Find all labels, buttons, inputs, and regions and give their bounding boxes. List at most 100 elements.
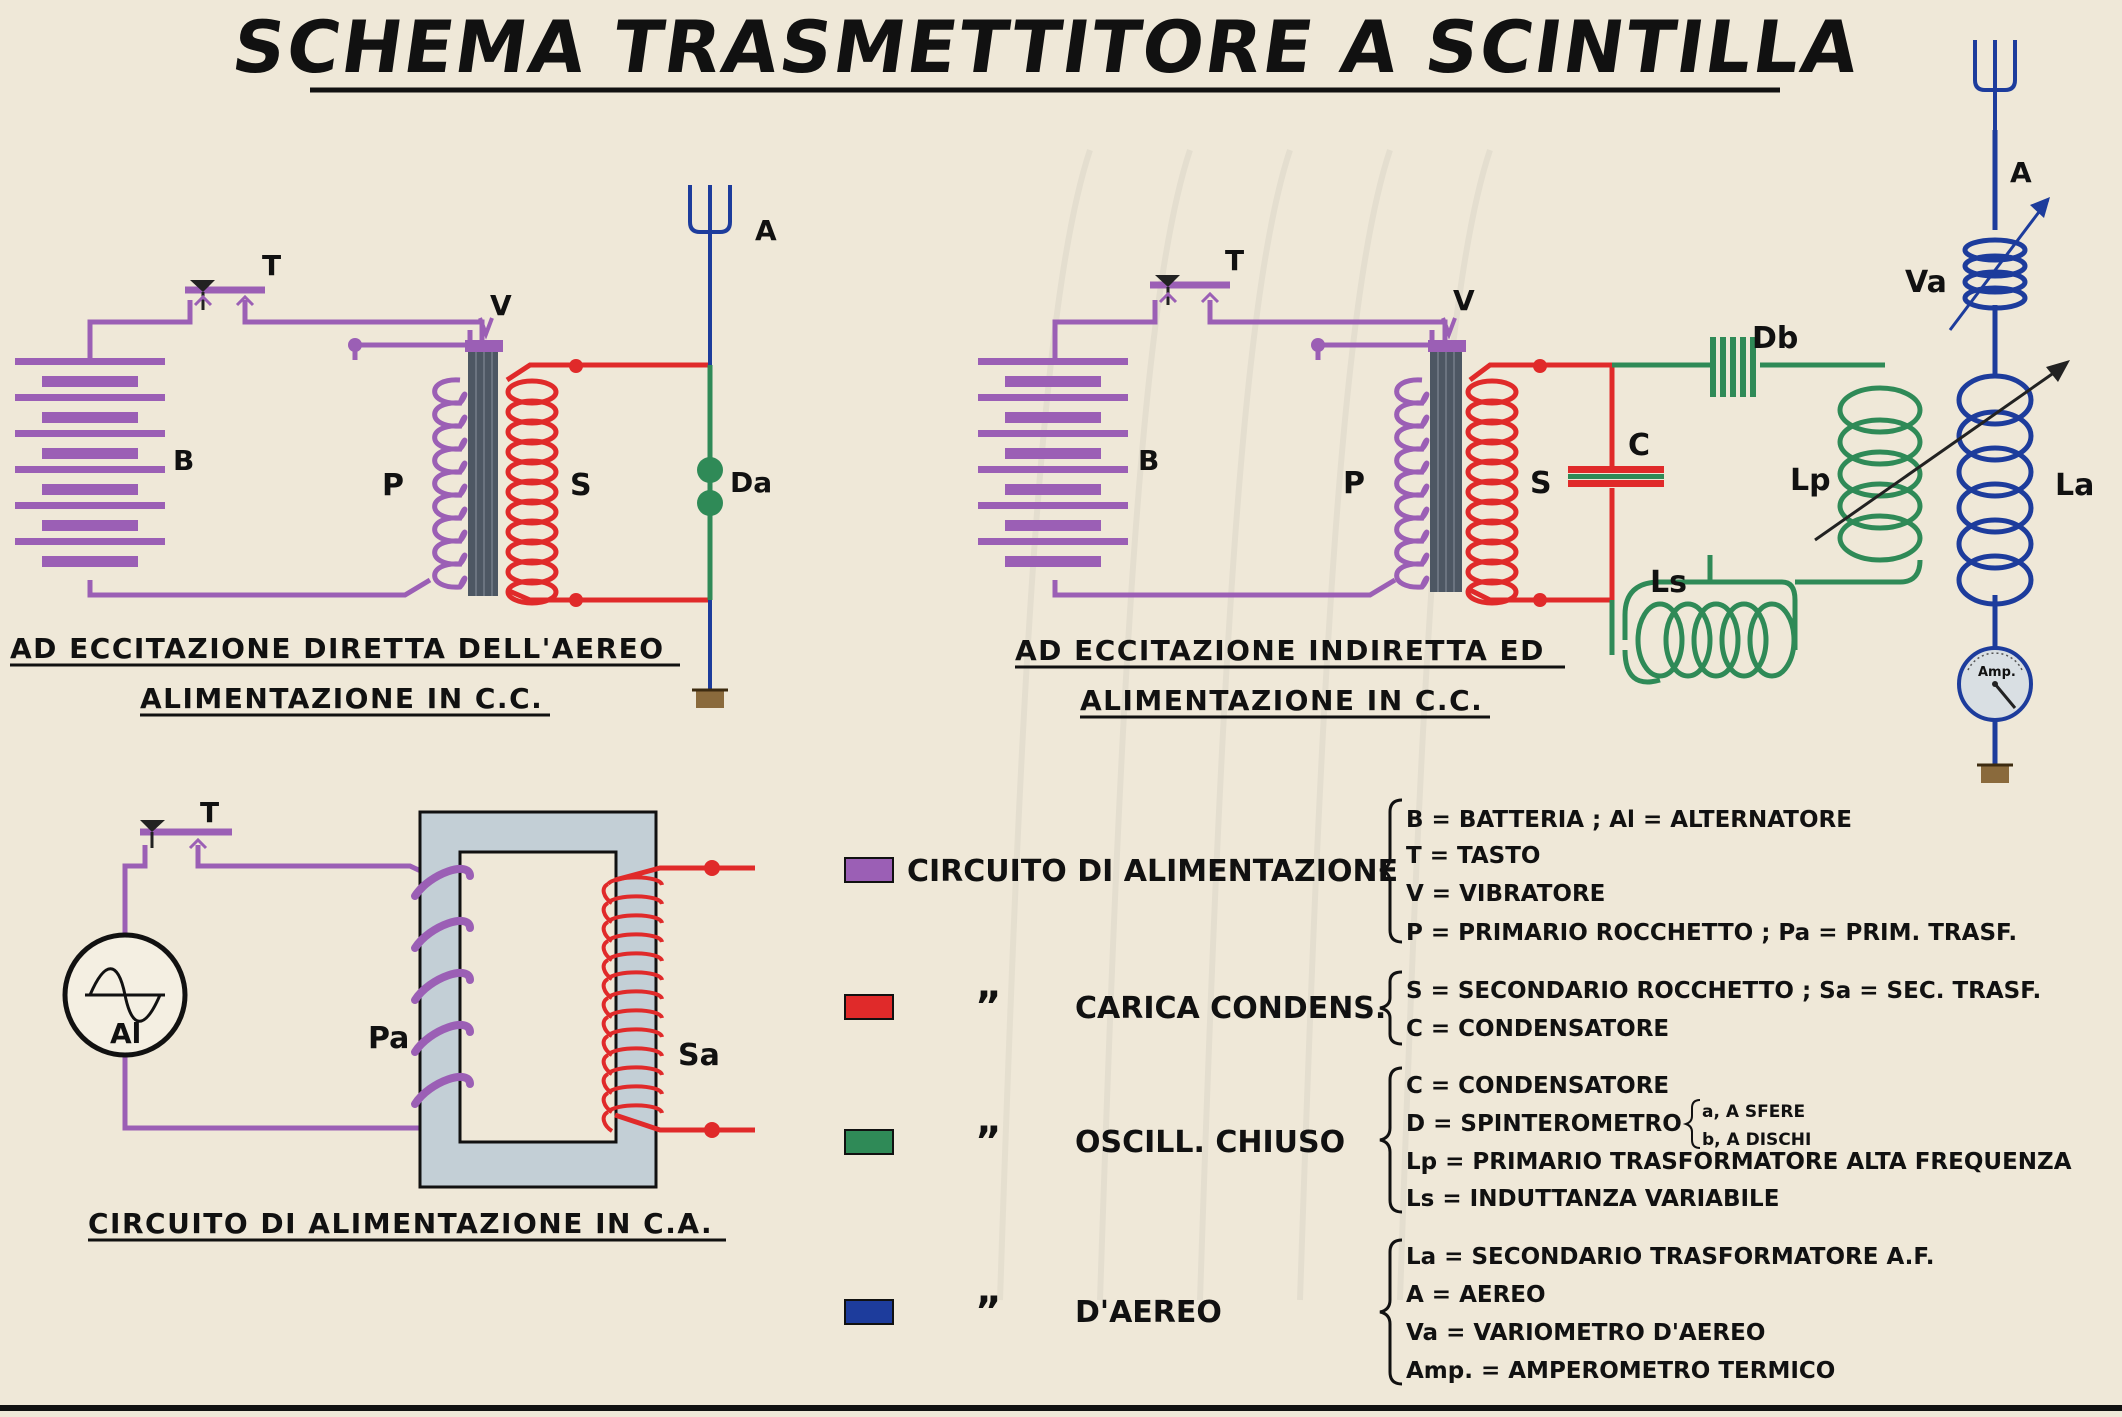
primary-label: Pa	[368, 1021, 409, 1056]
battery-plate	[42, 448, 138, 459]
coil-loop	[1635, 601, 1685, 679]
diagram-ac-supply: T Al Pa Sa CIRCUITO DI ALIMENTAZIONE IN …	[62, 796, 755, 1242]
legend-definition: A = AEREO	[1406, 1282, 1546, 1308]
coil-loop	[1962, 237, 2028, 263]
primary-coil-Pa	[411, 864, 474, 1108]
legend-ditto: ”	[975, 1289, 1001, 1335]
coil-winding	[1394, 377, 1430, 590]
sub-option-brace	[1682, 1099, 1701, 1149]
vibrator-symbol	[1428, 317, 1466, 352]
legend-definition: C = CONDENSATORE	[1406, 1016, 1669, 1042]
coil-lead	[1622, 649, 1661, 685]
coil-loop	[1956, 373, 2034, 427]
secondary-label: Sa	[678, 1038, 720, 1073]
vibrator-contact-dot	[1311, 338, 1325, 352]
coil-turn	[606, 1008, 664, 1020]
battery-plate	[15, 394, 165, 401]
battery-plate	[42, 520, 138, 531]
battery-plate	[15, 538, 165, 545]
coil-loop	[1465, 578, 1519, 606]
variometer-label: Va	[1905, 265, 1947, 300]
supply-circuit-wiring	[87, 300, 485, 598]
battery-label: B	[1138, 444, 1159, 477]
core-lamination-lines	[1437, 352, 1455, 592]
aerial-variometer-Va	[1962, 237, 2028, 311]
legend-definition: T = TASTO	[1406, 843, 1541, 869]
caption: CIRCUITO DI ALIMENTAZIONE IN C.A.	[88, 1207, 713, 1240]
battery-plate	[1005, 376, 1101, 387]
legend-ditto: ”	[975, 1119, 1001, 1165]
caption-line-2: ALIMENTAZIONE IN C.C.	[140, 682, 543, 715]
lp-coil	[1837, 385, 1923, 563]
condenser-C	[1568, 466, 1664, 487]
legend-ditto: ”	[975, 984, 1001, 1030]
coil-loop	[1747, 601, 1797, 679]
battery-symbol	[15, 358, 165, 567]
legend-name: CIRCUITO DI ALIMENTAZIONE	[907, 854, 1398, 889]
battery-plate	[1005, 484, 1101, 495]
legend-swatch	[844, 994, 894, 1020]
junction-dot	[569, 359, 583, 373]
legend-definition: B = BATTERIA ; Al = ALTERNATORE	[1406, 807, 1852, 833]
vibrator-label: V	[490, 289, 512, 322]
ls-label: Ls	[1650, 565, 1687, 600]
battery-plate	[15, 502, 165, 509]
primary-coil-P	[432, 377, 468, 590]
closed-oscillating-circuit-wiring	[1609, 362, 1923, 655]
coil-loop	[1719, 601, 1769, 679]
junction-dot	[569, 593, 583, 607]
coil-loop	[1837, 481, 1923, 531]
coil-loop	[1962, 285, 2028, 311]
legend-definition: La = SECONDARIO TRASFORMATORE A.F.	[1406, 1244, 1934, 1270]
coil-turn	[606, 932, 664, 944]
battery-plate	[978, 466, 1128, 473]
secondary-label: S	[570, 468, 592, 503]
spark-gap-Db	[1710, 337, 1756, 397]
battery-plate	[15, 358, 165, 365]
coil-turn	[606, 1065, 664, 1077]
legend-definition: Lp = PRIMARIO TRASFORMATORE ALTA FREQUEN…	[1406, 1149, 2072, 1175]
core-lamination-lines	[475, 352, 493, 596]
primary-coil-P	[1394, 377, 1430, 590]
coil-turn	[411, 916, 474, 952]
telegraph-key-T	[1150, 275, 1230, 305]
coil-loop	[1956, 517, 2034, 571]
aerial-antenna-symbol	[1973, 40, 2017, 130]
junction-dot	[1533, 359, 1547, 373]
battery-plate	[42, 484, 138, 495]
coil-loop	[1663, 601, 1713, 679]
alternator-symbol	[62, 932, 188, 1058]
la-label: La	[2055, 468, 2094, 503]
secondary-coil-Sa	[601, 875, 664, 1133]
legend-definition: P = PRIMARIO ROCCHETTO ; Pa = PRIM. TRAS…	[1406, 920, 2017, 946]
battery-plate	[42, 412, 138, 423]
coil-turn	[606, 913, 664, 925]
telegraph-key-T	[185, 280, 265, 310]
arrow-head-icon	[2030, 197, 2050, 218]
spark-gap-label: Db	[1752, 321, 1798, 356]
legend-definition: D = SPINTEROMETRO	[1406, 1111, 1682, 1137]
ls-variable-inductance	[1622, 601, 1797, 685]
battery-label: B	[173, 444, 194, 477]
coupling-arrow	[1814, 363, 2066, 542]
coil-loop	[1956, 409, 2034, 463]
coil-loop	[1691, 601, 1741, 679]
la-coil	[1956, 373, 2034, 607]
coil-loop	[1956, 481, 2034, 535]
legend-name: D'AEREO	[1075, 1295, 1222, 1330]
coil-winding	[432, 377, 468, 590]
battery-plate	[15, 466, 165, 473]
key-label: T	[200, 796, 219, 829]
coil-turn	[606, 951, 664, 963]
aerial-label: A	[755, 214, 777, 247]
legend-sub-option: a, A SFERE	[1702, 1102, 1805, 1122]
caption-line-2: ALIMENTAZIONE IN C.C.	[1080, 684, 1483, 717]
earth-ground-icon	[1977, 763, 2013, 783]
charge-circuit-wiring	[505, 362, 710, 603]
legend-definition: C = CONDENSATORE	[1406, 1073, 1669, 1099]
aerial-label: A	[2010, 156, 2032, 189]
coil-turn	[606, 875, 664, 887]
legend-brace	[1379, 970, 1403, 1046]
caption-line-1: AD ECCITAZIONE INDIRETTA ED	[1015, 634, 1545, 667]
